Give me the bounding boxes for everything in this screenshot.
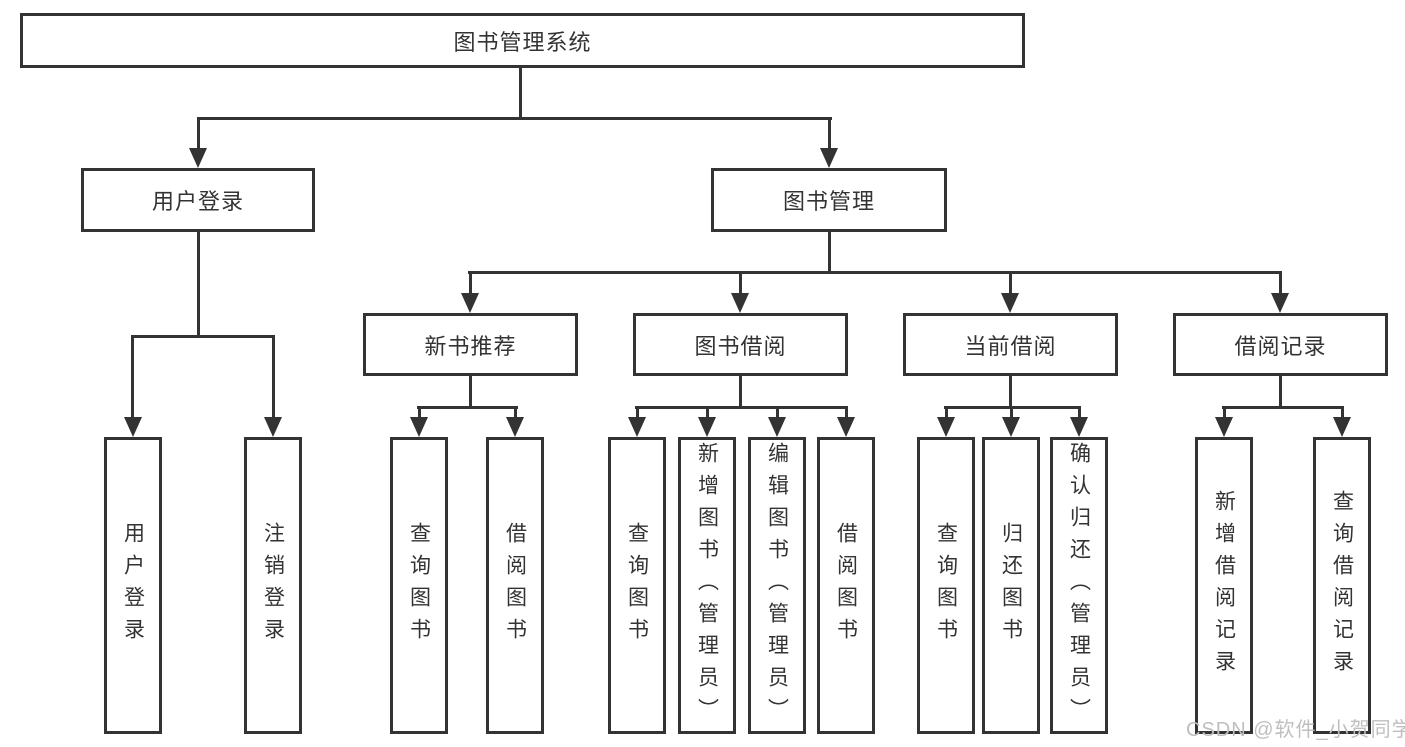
connector-line <box>468 271 1282 274</box>
connector-line <box>418 406 421 420</box>
connector-line <box>1279 376 1282 409</box>
node-book-management-label: 图书管理 <box>782 189 875 214</box>
node-current-borrowing: 当前借阅 <box>903 313 1118 376</box>
connector-line <box>635 406 848 409</box>
arrowhead-icon <box>461 293 479 313</box>
arrowhead-icon <box>768 417 786 437</box>
connector-line <box>469 273 472 296</box>
arrowhead-icon <box>1271 293 1289 313</box>
connector-line <box>739 273 742 296</box>
arrowhead-icon <box>937 417 955 437</box>
node-borrowing-records: 借阅记录 <box>1173 313 1388 376</box>
arrowhead-icon <box>837 417 855 437</box>
node-borrow-books-recommendation-label: 借阅图书 <box>503 521 527 650</box>
node-add-book-admin: 新增图书（管理员） <box>678 437 736 734</box>
connector-line <box>1222 406 1344 409</box>
arrowhead-icon <box>698 417 716 437</box>
node-new-book-recommendation-label: 新书推荐 <box>424 333 517 359</box>
node-library-management-system-label: 图书管理系统 <box>453 29 592 55</box>
node-query-books-recommendation: 查询图书 <box>390 437 448 734</box>
connector-line <box>1341 406 1344 420</box>
connector-line <box>1223 406 1226 420</box>
node-current-borrowing-label: 当前借阅 <box>964 333 1057 359</box>
connector-line <box>1009 273 1012 296</box>
connector-line <box>1279 273 1282 296</box>
node-logout: 注销登录 <box>244 437 302 734</box>
node-return-books-label: 归还图书 <box>999 521 1023 650</box>
connector-line <box>1010 406 1013 420</box>
node-confirm-return-admin-label: 确认归还（管理员） <box>1067 441 1091 730</box>
arrowhead-icon <box>506 417 524 437</box>
connector-line <box>197 119 200 152</box>
arrowhead-icon <box>410 417 428 437</box>
arrowhead-icon <box>628 417 646 437</box>
node-query-books-borrowing-label: 查询图书 <box>625 521 649 650</box>
connector-line <box>469 376 472 409</box>
arrowhead-icon <box>124 417 142 437</box>
connector-line <box>1078 406 1081 420</box>
connector-line <box>945 406 948 420</box>
node-query-books-current-label: 查询图书 <box>934 521 958 650</box>
connector-line <box>739 376 742 409</box>
node-borrow-books-label: 借阅图书 <box>834 521 858 650</box>
node-new-book-recommendation: 新书推荐 <box>363 313 578 376</box>
arrowhead-icon <box>189 148 207 168</box>
arrowhead-icon <box>1002 417 1020 437</box>
connector-line <box>828 119 831 152</box>
connector-line <box>828 232 831 274</box>
connector-line <box>845 406 848 420</box>
arrowhead-icon <box>731 293 749 313</box>
connector-line <box>514 406 517 420</box>
arrowhead-icon <box>1001 293 1019 313</box>
connector-line <box>1009 376 1012 409</box>
node-borrow-books: 借阅图书 <box>817 437 875 734</box>
node-user-login-leaf-label: 用户登录 <box>121 521 145 650</box>
connector-line <box>197 232 200 338</box>
node-book-management: 图书管理 <box>711 168 947 232</box>
node-user-login-label: 用户登录 <box>151 189 244 214</box>
node-edit-book-admin: 编辑图书（管理员） <box>748 437 806 734</box>
node-edit-book-admin-label: 编辑图书（管理员） <box>765 441 789 730</box>
connector-line <box>131 335 275 338</box>
node-query-borrow-record-label: 查询借阅记录 <box>1330 489 1354 682</box>
node-book-borrowing-label: 图书借阅 <box>694 333 787 359</box>
watermark: CSDN @软件_小贺同学 <box>1186 719 1405 741</box>
node-borrowing-records-label: 借阅记录 <box>1234 333 1327 359</box>
connector-line <box>417 406 518 409</box>
connector-line <box>636 406 639 420</box>
node-return-books: 归还图书 <box>982 437 1040 734</box>
node-query-books-recommendation-label: 查询图书 <box>407 521 431 650</box>
node-library-management-system: 图书管理系统 <box>20 13 1025 68</box>
arrowhead-icon <box>820 148 838 168</box>
connector-line <box>197 117 832 120</box>
node-user-login: 用户登录 <box>81 168 315 232</box>
node-book-borrowing: 图书借阅 <box>633 313 848 376</box>
arrowhead-icon <box>1333 417 1351 437</box>
arrowhead-icon <box>1070 417 1088 437</box>
node-query-borrow-record: 查询借阅记录 <box>1313 437 1371 734</box>
node-query-books-current: 查询图书 <box>917 437 975 734</box>
node-borrow-books-recommendation: 借阅图书 <box>486 437 544 734</box>
connector-line <box>776 406 779 420</box>
connector-line <box>519 68 522 120</box>
connector-line <box>131 337 134 420</box>
node-confirm-return-admin: 确认归还（管理员） <box>1050 437 1108 734</box>
arrowhead-icon <box>1215 417 1233 437</box>
node-add-borrow-record-label: 新增借阅记录 <box>1212 489 1236 682</box>
connector-line <box>706 406 709 420</box>
node-logout-label: 注销登录 <box>261 521 285 650</box>
node-user-login-leaf: 用户登录 <box>104 437 162 734</box>
connector-line <box>272 337 275 420</box>
node-add-book-admin-label: 新增图书（管理员） <box>695 441 719 730</box>
node-query-books-borrowing: 查询图书 <box>608 437 666 734</box>
arrowhead-icon <box>264 417 282 437</box>
node-add-borrow-record: 新增借阅记录 <box>1195 437 1253 734</box>
